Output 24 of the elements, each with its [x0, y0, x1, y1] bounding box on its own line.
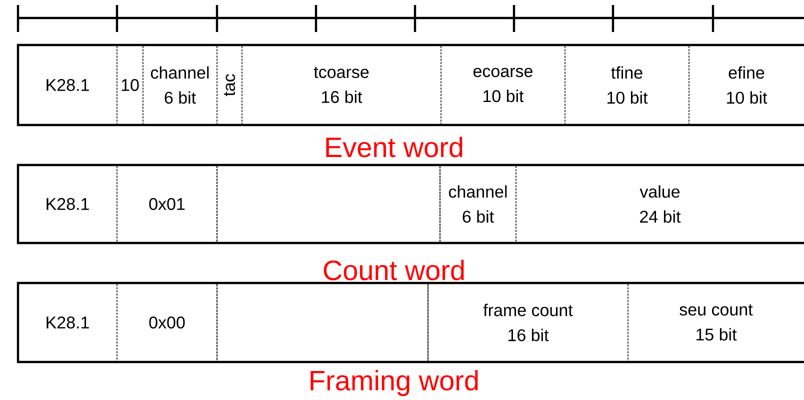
bit-field-cell: seu count 15 bit: [680, 304, 753, 341]
bit-field-cell: 0x00: [149, 316, 185, 329]
bit-field-cell: K28.1: [46, 78, 89, 92]
bit-field-cell: tcoarse 16 bit: [314, 66, 369, 104]
bit-field-cell: 10: [122, 78, 139, 92]
bit-field-cell: tfine 10 bit: [608, 66, 648, 104]
empty-field-cell: [216, 164, 440, 244]
bit-field-cell: ecoarse 10 bit: [473, 68, 532, 102]
word-band: [16, 282, 804, 364]
caption-text: Count word: [324, 260, 464, 280]
word-band: [16, 164, 804, 244]
bit-field-cell: channel 6 bit: [448, 185, 507, 223]
empty-field-cell: [216, 282, 428, 362]
bit-field-cell: channel 6 bit: [150, 66, 209, 104]
bit-field-cell: frame count 16 bit: [483, 304, 573, 342]
caption-text: Event word: [326, 136, 462, 158]
word-band: [16, 44, 804, 126]
bit-field-cell: 0x01: [149, 198, 185, 210]
bit-field-cell: K28.1: [46, 198, 89, 210]
bit-field-cell: K28.1: [46, 316, 89, 329]
caption-text: Framing word: [310, 370, 478, 396]
bit-field-cell: efine 10 bit: [727, 66, 768, 104]
bit-field-cell: tac: [224, 74, 236, 96]
bit-field-cell: value 24 bit: [640, 185, 681, 223]
